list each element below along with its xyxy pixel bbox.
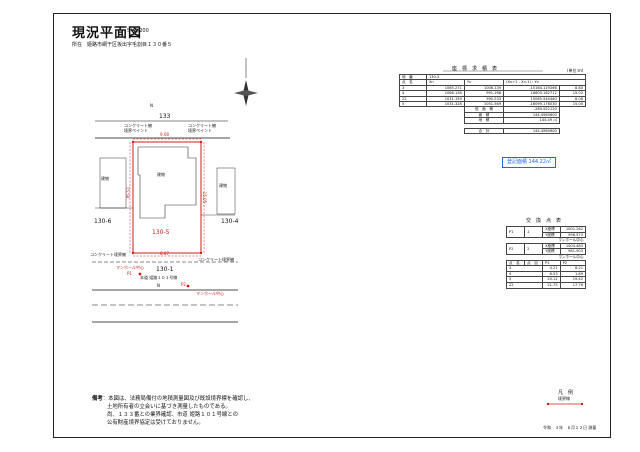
coord-table-title: 座 標 求 積 表 <box>452 66 498 72</box>
table-row: 3 4.21 8.21 <box>505 265 587 272</box>
land-label: 地 積 <box>463 117 505 124</box>
parcel-130-1-label: 130-1 <box>156 266 174 273</box>
registered-area-value: 144.22㎡ <box>528 159 552 165</box>
cell: 15.02 <box>558 90 587 97</box>
table-row: 5 1031.328 1051.569 -16099.176030 15.00 <box>399 100 587 108</box>
p1-note: マンホール中心 <box>558 238 584 243</box>
total-label: 合 計 <box>463 127 505 135</box>
table-row: 4 1066.138 991.168 16603.162712 15.02 <box>399 90 587 97</box>
parcel-boundary <box>132 141 202 254</box>
note-top-right: コンクリート擁 <box>188 123 216 128</box>
cell: 21.75 <box>542 281 561 289</box>
cell: 4 <box>505 270 544 278</box>
p2-y: 981.903 <box>559 248 587 255</box>
table-row: 3 1065.271 1006.139 -15164.119266 8.80 <box>399 84 587 92</box>
road-north-mark: N <box>157 283 160 288</box>
scale-label: S=1/200 <box>127 28 149 34</box>
road-label: 本道 姫路１０１号線 <box>140 275 178 280</box>
mark-s1: マンホール中心 <box>116 265 144 270</box>
legend-title: 凡 例 <box>558 390 574 396</box>
crossing-table-title: 交 換 点 表 <box>526 218 562 224</box>
remarks-line: 尚、１３３番との業界確認、市道 姫路１０１号線との <box>107 412 238 418</box>
dim-right: 15.05 <box>202 191 208 204</box>
p1-y: 996.573 <box>559 231 587 239</box>
cell: 22 <box>505 281 544 289</box>
building-west-label: 建物 <box>101 176 109 181</box>
remarks-line: 公有財産境界協定は受けておりません。 <box>107 420 204 426</box>
remarks-line: 本図は、法務局備付の地積測量図及び既設境界標を確認し、 <box>108 396 254 402</box>
parcel-130-4-label: 130-4 <box>221 218 239 225</box>
cell: 19.42 <box>559 276 587 283</box>
parcel-133-label: 133 <box>159 113 171 120</box>
cell: 17.76 <box>559 281 587 289</box>
mark-p2: P2 <box>181 282 186 287</box>
note-top-left-2: 境界ペイント <box>124 128 148 133</box>
remarks-line: 土地所有者の立会いに基づき測量したものである。 <box>107 404 231 410</box>
land-value: 144.49 <box>539 118 553 123</box>
mark-p1: P1 <box>127 271 132 276</box>
cell: 3 <box>505 265 544 272</box>
compass-icon <box>234 58 258 106</box>
registered-area-label: 登記面積 <box>506 159 527 165</box>
parcel-130-5-label: 130-5 <box>152 229 170 236</box>
location-label: 所在 姫路市網干区坂出字毛割目１３０番５ <box>72 42 173 48</box>
building-east-label: 建物 <box>219 183 227 188</box>
legend-item-label: 境界線 <box>558 396 570 401</box>
p1-label: P1 <box>505 225 526 239</box>
dim-bottom: 8.87 <box>160 251 169 256</box>
note-top-right-2: 境界ペイント <box>188 128 212 133</box>
note-bottom-right: コンクリート境界擁 <box>198 257 234 262</box>
cell: 1006.139 <box>463 84 505 92</box>
north-marker: N <box>150 103 153 108</box>
sum-label: 倍 面 積 <box>463 106 505 113</box>
note-top-left: コンクリート擁 <box>124 123 152 128</box>
table-row: 22 21.75 17.76 <box>505 281 587 289</box>
table-row: 4 6.53 1.89 <box>505 270 587 278</box>
building-center-label: 建物 <box>157 172 165 177</box>
page-title: 現況平面図 <box>72 26 143 41</box>
dim-top: 9.08 <box>160 132 169 137</box>
dim-left: 15.58 <box>125 186 131 199</box>
mark-s2: マンホール中心 <box>196 291 224 296</box>
total-value: 144.4960600 <box>503 127 560 135</box>
cell: 5 <box>505 276 544 283</box>
parcel-130-6-label: 130-6 <box>94 218 112 225</box>
land-unit: ㎡ <box>553 118 557 123</box>
survey-date: 令和 ３年 ６月１２日 測量 <box>543 425 597 430</box>
table-row: 5 20.12 19.42 <box>505 276 587 283</box>
remarks-label: 備考 <box>92 396 103 402</box>
col-header: P2 <box>559 259 587 267</box>
cell: 8.21 <box>559 265 587 272</box>
registered-area-box: 登記面積 144.22㎡ <box>502 157 556 168</box>
coord-table-unit: (単位:m) <box>567 68 584 73</box>
col-header: 点 目 <box>524 259 544 267</box>
remarks: 備考：本図は、法務局備付の地積測量図及び既設境界標を確認し、 土地所有者の立会い… <box>92 396 254 426</box>
cell: 15.00 <box>558 100 587 108</box>
coord-table: 地 番 130-5 点 名 Xn Yn (Xn+1 - Xn-1)・Yn 3 1… <box>399 73 587 135</box>
p2-no: 2 <box>524 242 544 255</box>
crossing-table: P1 1 X座標 1001.262 Y座標 996.573 マンホール中心 P2… <box>505 225 587 289</box>
note-bottom-left: コンクリート境界擁 <box>90 252 126 257</box>
p2-label: P2 <box>505 242 526 255</box>
p1-no: 1 <box>524 225 544 239</box>
cell: 1.89 <box>559 270 587 278</box>
p2-note: マンホール中心 <box>558 254 584 259</box>
cell: 5 <box>399 100 427 108</box>
